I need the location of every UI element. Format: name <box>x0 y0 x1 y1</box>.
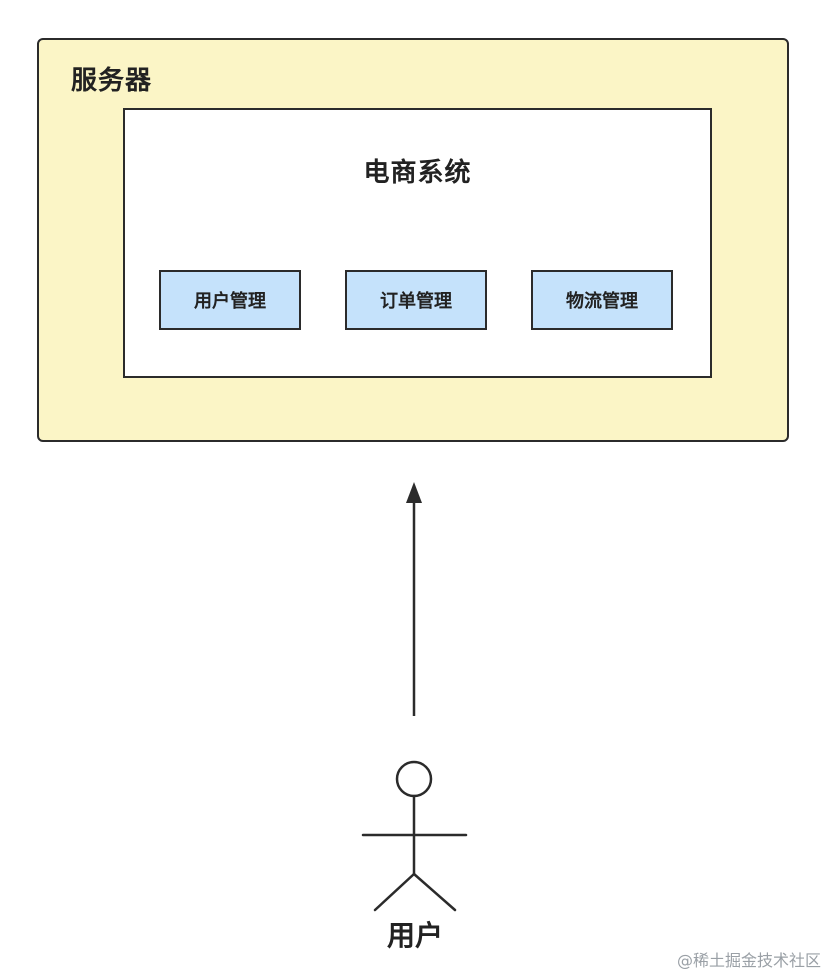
actor-right-leg <box>412 872 457 912</box>
system-title: 电商系统 <box>363 158 472 188</box>
ecommerce-system-container: 电商系统 用户管理 订单管理 物流管理 <box>123 108 712 378</box>
user-label: 用户 <box>386 919 443 952</box>
actor-left-leg <box>373 872 416 912</box>
request-arrow-head <box>406 482 422 503</box>
module-logistics-management: 物流管理 <box>531 270 673 330</box>
server-title: 服务器 <box>71 66 153 96</box>
server-container: 服务器 电商系统 用户管理 订单管理 物流管理 <box>37 38 789 442</box>
module-order-management: 订单管理 <box>345 270 487 330</box>
module-user-management: 用户管理 <box>159 270 301 330</box>
actor-head <box>395 760 433 798</box>
watermark-text: @稀土掘金技术社区 <box>676 951 821 970</box>
user-actor-icon <box>361 760 468 912</box>
